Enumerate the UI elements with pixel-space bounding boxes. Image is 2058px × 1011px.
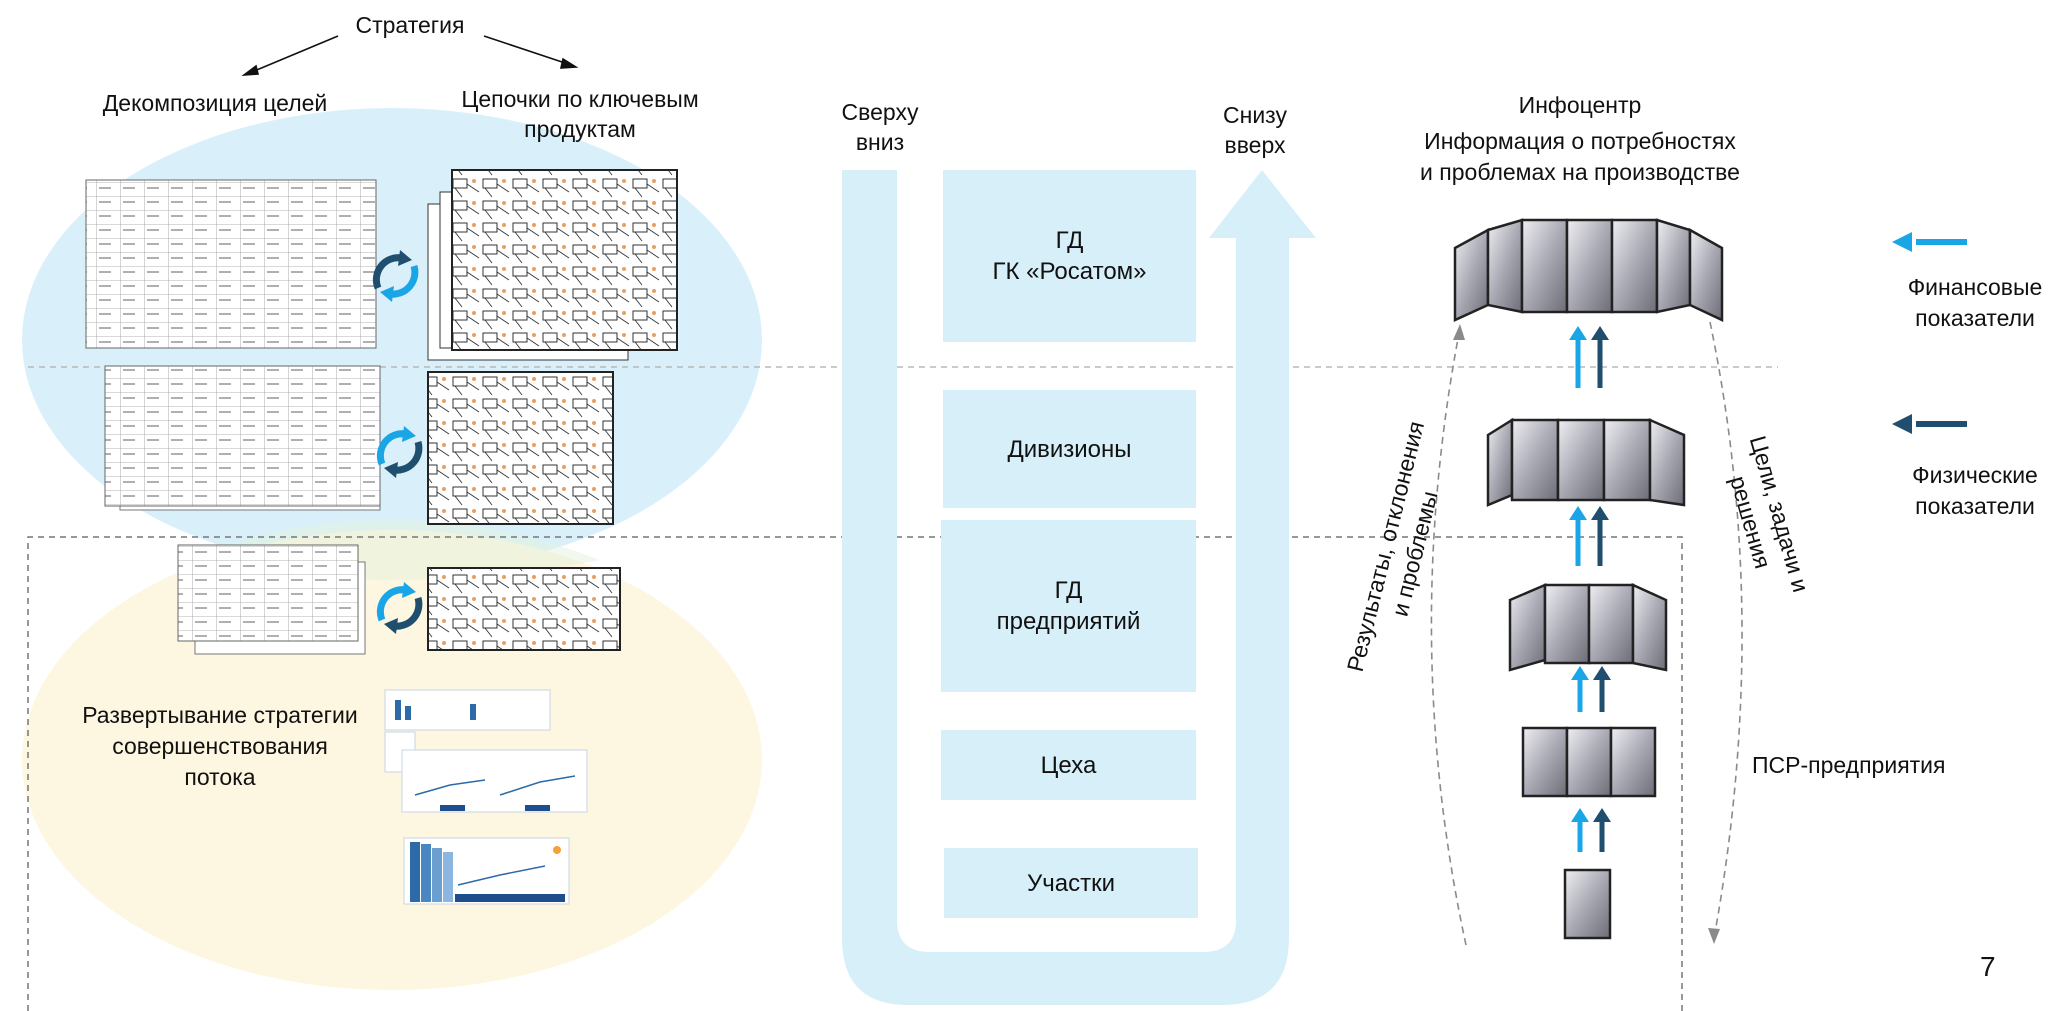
cascade-u-arrow [842,170,1316,1005]
bottom-up-label: Снизу вверх [1223,102,1287,158]
chain-flow-thumbnail-1 [427,169,678,361]
legend-physical-arrow [1892,414,1967,434]
cycle-icon [376,582,423,634]
arrow-pair-4 [1571,808,1611,852]
infocenter-board-enterprise-level [1508,583,1668,672]
key-product-chains-label: Цепочки по ключевым продуктам [461,86,699,142]
infocenter-title: Инфоцентр [1518,92,1642,118]
up-arrow-pairs [1569,326,1611,852]
cycle-icon [372,250,419,302]
top-down-label: Сверху вниз [841,99,919,155]
infocenter-board-section-level [1563,868,1612,940]
flow-improvement-label: Развертывание стратегии совершенствовани… [82,702,358,790]
legend-financial-label: Финансовые показатели [1907,274,2043,331]
infocenter-subtitle: Информация о потребностях и проблемах на… [1420,128,1740,185]
infocenter-board-workshop-level [1521,726,1657,798]
goal-table-thumbnail-1 [85,179,377,349]
arrow-pair-3 [1571,666,1611,712]
infocenter-board-division-level [1486,417,1686,507]
legend-financial-arrow [1892,232,1967,252]
cycle-icon [376,426,423,478]
chain-flow-thumbnail-3 [427,567,621,651]
level-sections: Участки [944,848,1198,918]
level-divisions: Дивизионы [943,390,1196,508]
goal-table-thumbnail-2 [104,365,381,511]
strategy-arrows [241,35,579,76]
goal-decomposition-label: Декомпозиция целей [102,90,328,116]
psr-label: ПСР-предприятия [1752,752,1946,778]
dashboard-thumbnail [384,689,588,813]
arc-arrowhead-up [1453,324,1465,340]
bar-chart-thumbnail [403,837,570,905]
arc-arrowhead-down [1708,928,1720,944]
chain-flow-thumbnail-2 [427,371,614,525]
goal-table-thumbnail-3 [177,544,366,655]
strategy-title: Стратегия [355,12,465,38]
infocenter-arcs [1430,321,1743,946]
legend-physical-label: Физические показатели [1912,462,2038,519]
level-enterprises: ГД предприятий [941,520,1196,692]
level-workshops: Цеха [941,730,1196,800]
infocenter-board-group-level [1453,218,1724,322]
arrow-pair-2 [1569,506,1609,566]
arrow-pair-1 [1569,326,1609,388]
page-number: 7 [1980,951,1996,982]
level-gk-rosatom: ГД ГК «Росатом» [943,170,1196,342]
